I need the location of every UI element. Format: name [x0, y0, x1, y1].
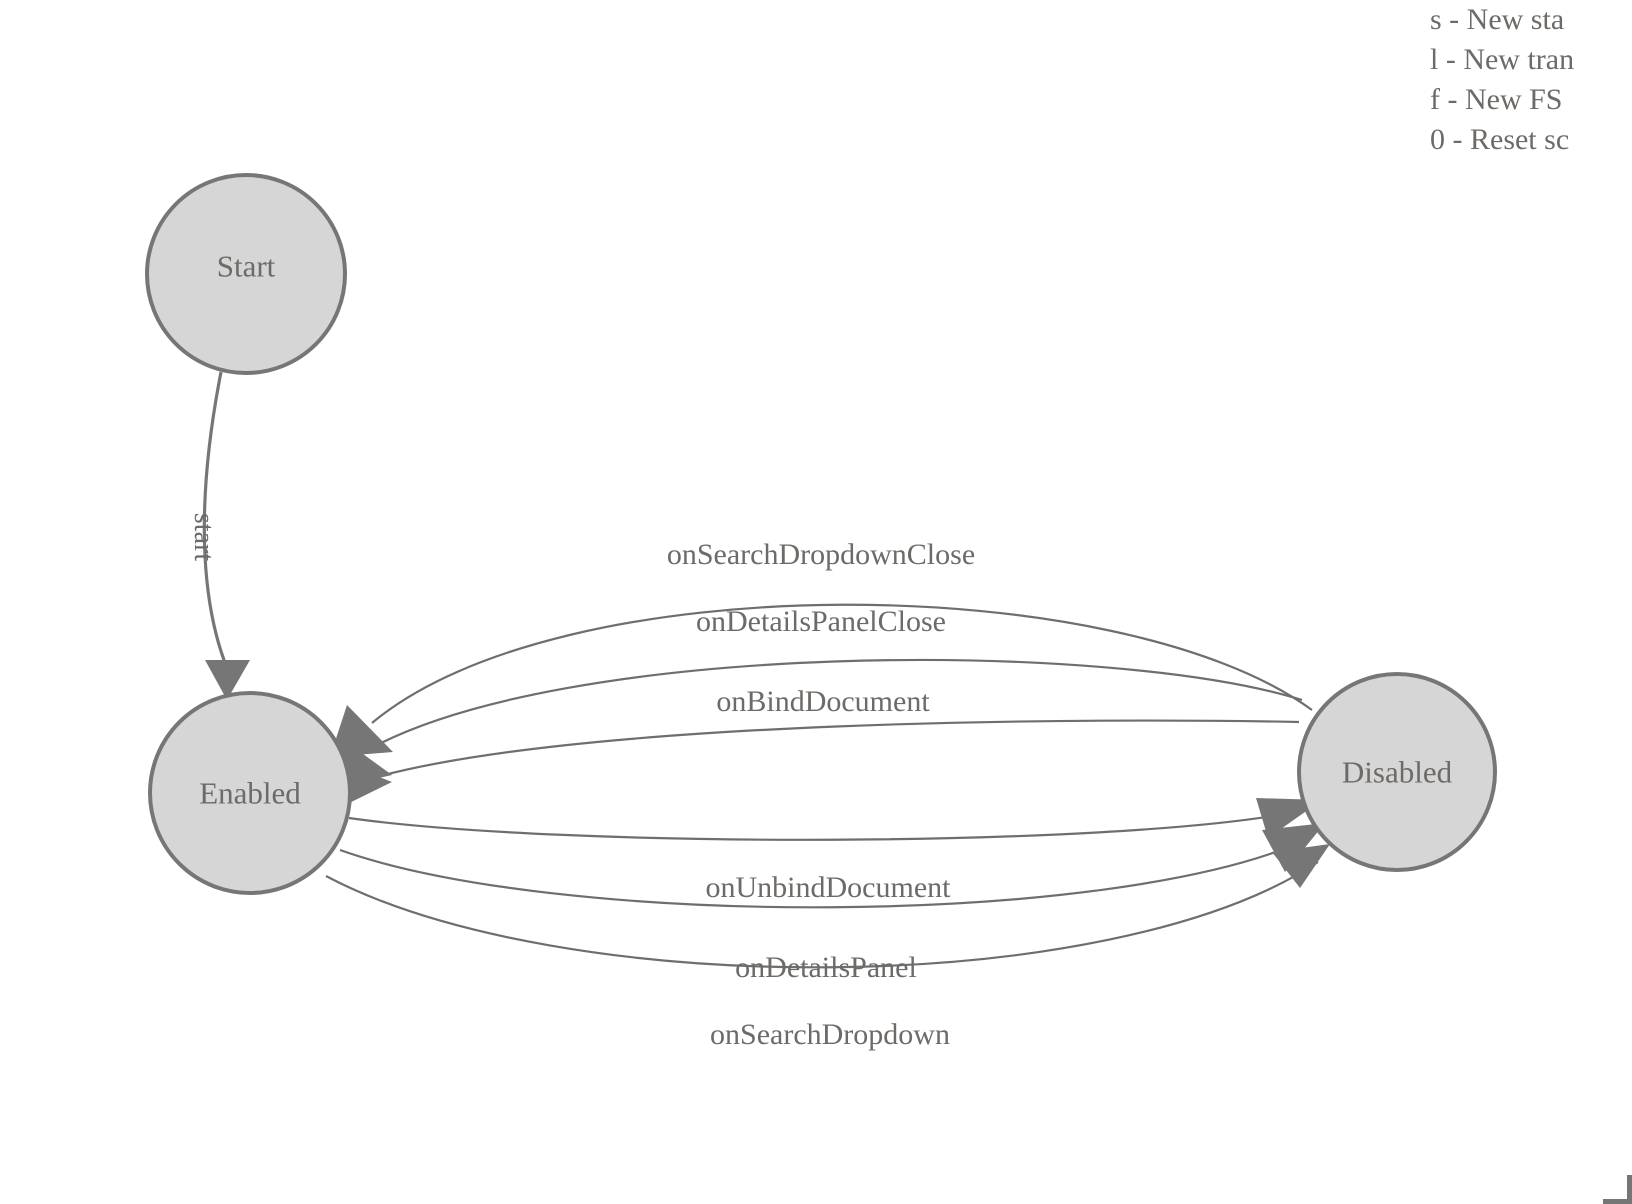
resize-corner-handle[interactable]: [1603, 1175, 1632, 1204]
arrowhead-disabled-2: [1262, 823, 1325, 872]
edge-label-on-bind-document: onBindDocument: [716, 685, 930, 718]
state-circle-enabled[interactable]: [148, 691, 352, 895]
edge-group-enabled-to-disabled: [325, 810, 1319, 969]
state-node-start[interactable]: Start: [145, 173, 347, 375]
state-circle-start[interactable]: [145, 173, 347, 375]
state-node-enabled[interactable]: Enabled: [148, 691, 352, 895]
edge-label-on-details-panel: onDetailsPanel: [735, 951, 917, 984]
edge-on-search-dropdown[interactable]: [325, 861, 1319, 969]
arrowheads-into-disabled: [1256, 798, 1330, 888]
edge-on-search-dropdown-close[interactable]: [371, 603, 1313, 724]
edge-on-details-panel-close[interactable]: [363, 658, 1303, 753]
edge-start[interactable]: [202, 371, 229, 669]
arrowhead-disabled-3: [1272, 844, 1330, 888]
edge-label-on-search-dropdown: onSearchDropdown: [710, 1018, 950, 1051]
legend-item-new-state: s - New sta: [1430, 3, 1565, 36]
legend-item-reset-scale: 0 - Reset sc: [1430, 123, 1570, 156]
edge-label-on-search-dropdown-close: onSearchDropdownClose: [667, 538, 975, 571]
edge-on-bind-document[interactable]: [355, 719, 1300, 785]
state-label-start: Start: [217, 249, 276, 284]
state-circle-disabled[interactable]: [1297, 672, 1497, 872]
state-label-enabled: Enabled: [199, 776, 301, 811]
state-label-disabled: Disabled: [1342, 755, 1453, 790]
legend-item-new-fsm: f - New FS: [1430, 83, 1563, 116]
keyboard-shortcuts-legend: s - New sta l - New tran f - New FS 0 - …: [1430, 0, 1632, 160]
arrowhead-start-to-enabled: [205, 660, 250, 700]
edge-on-unbind-document[interactable]: [348, 810, 1297, 841]
edge-label-on-unbind-document: onUnbindDocument: [706, 871, 952, 904]
legend-item-new-transition: l - New tran: [1430, 43, 1575, 76]
edge-group-disabled-to-enabled: [355, 603, 1313, 785]
edge-label-start: start: [188, 513, 219, 561]
state-node-disabled[interactable]: Disabled: [1297, 672, 1497, 872]
edge-on-details-panel[interactable]: [339, 838, 1307, 909]
edge-label-on-details-panel-close: onDetailsPanelClose: [696, 605, 946, 638]
